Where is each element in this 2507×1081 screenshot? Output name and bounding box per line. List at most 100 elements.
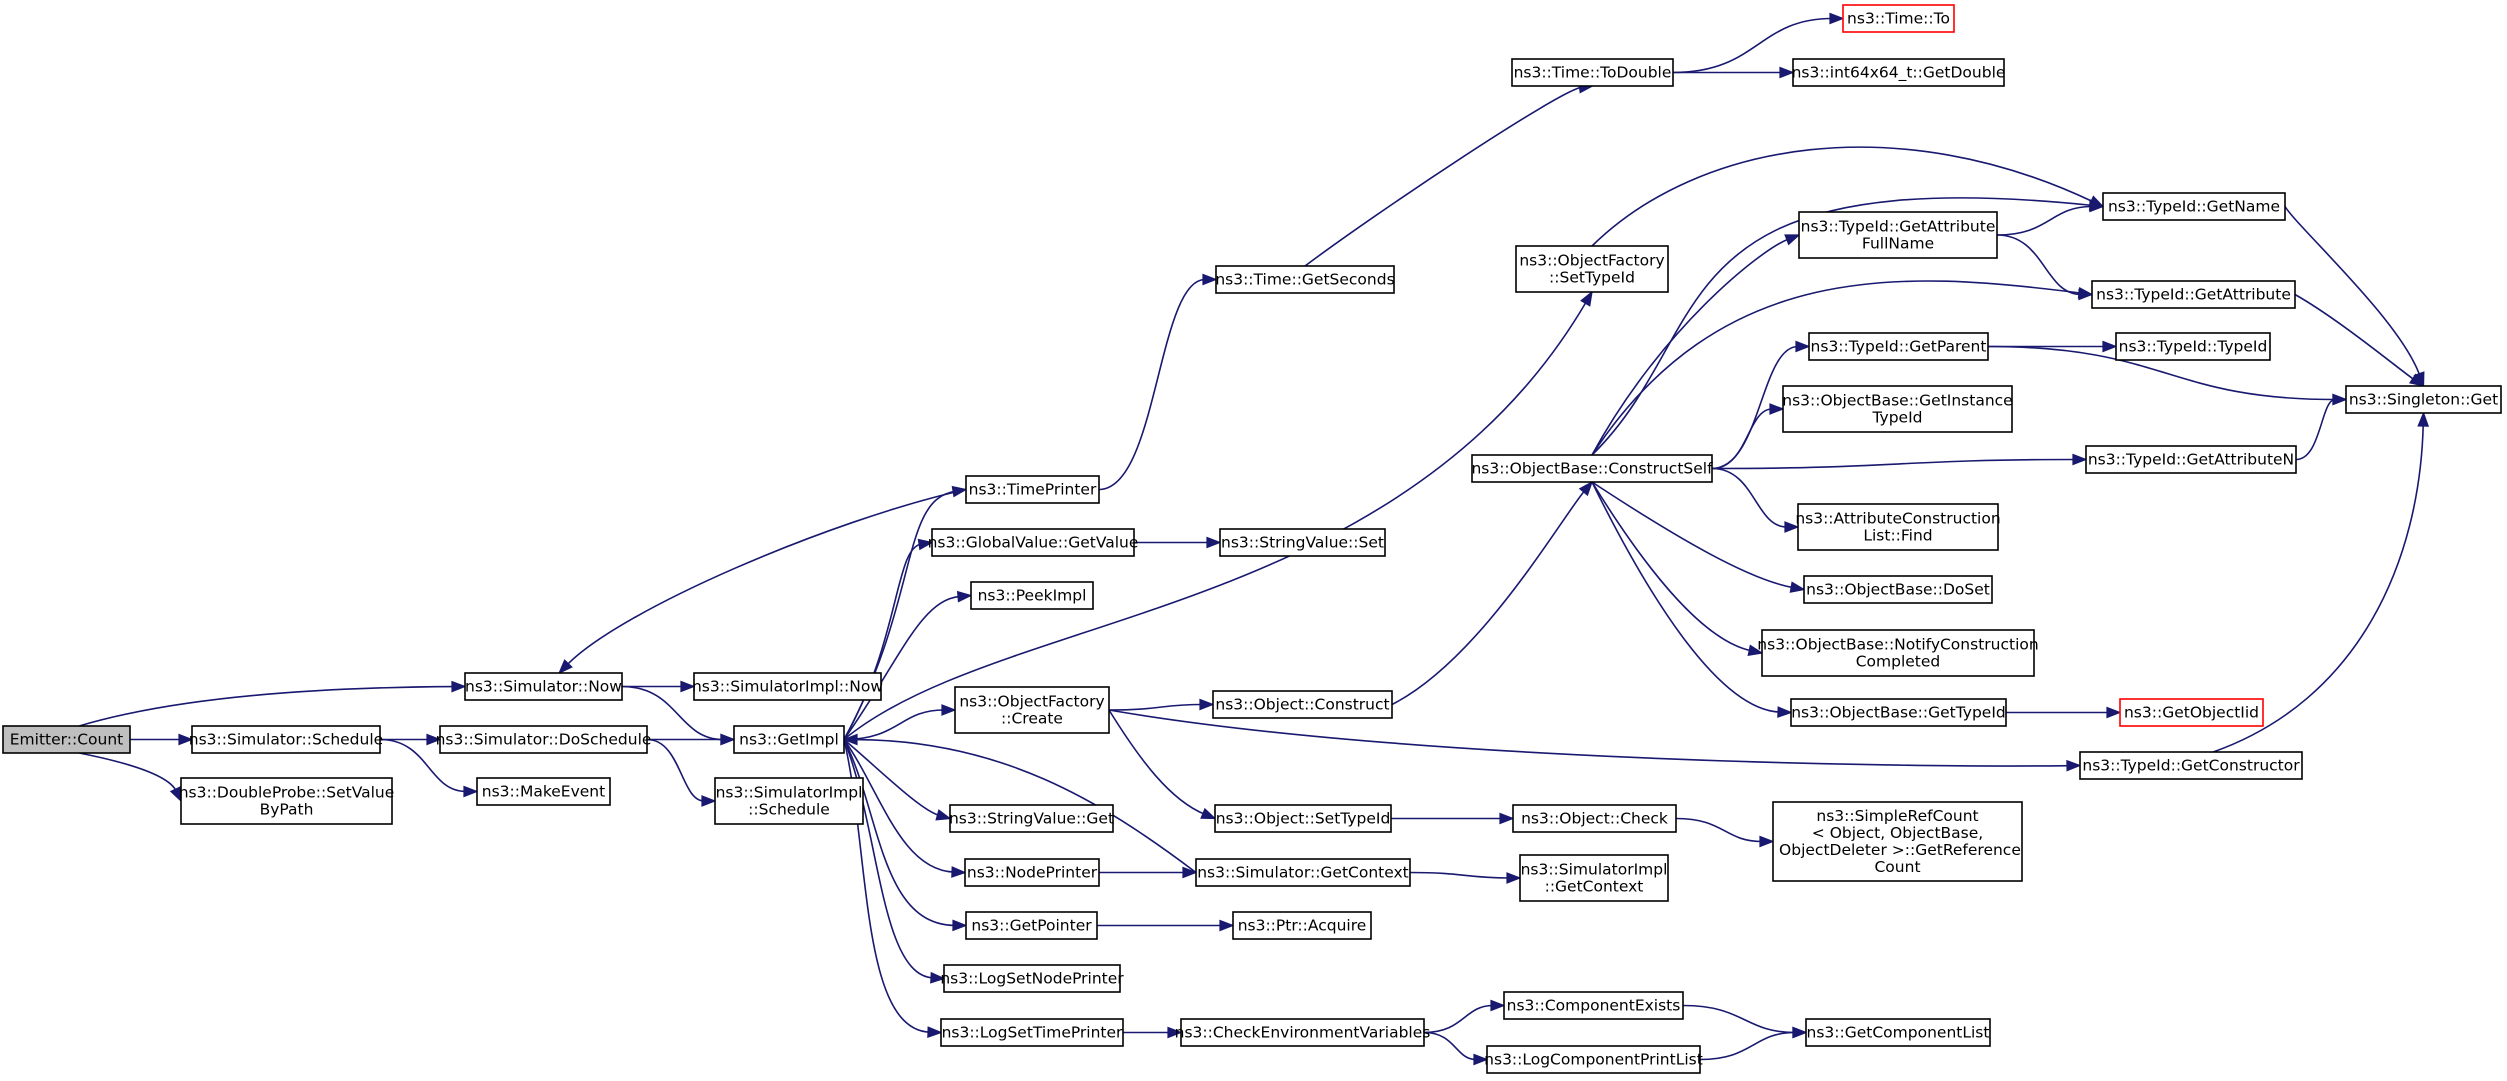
edge-line xyxy=(1699,1031,1796,1061)
edge-arrowhead xyxy=(1182,866,1198,879)
node-checkenv[interactable]: ns3::CheckEnvironmentVariables xyxy=(1175,1018,1431,1047)
node-label: ns3::StringValue::Get xyxy=(949,810,1114,828)
edge-constructself-to-notifyconstruction xyxy=(1591,481,1764,656)
node-box xyxy=(1215,265,1395,294)
edge-doschedule-to-getimpl xyxy=(647,733,736,746)
edge-of_create-to-object_construct xyxy=(1108,698,1215,711)
node-singleton-get[interactable]: ns3::Singleton::Get xyxy=(2345,385,2502,414)
node-label: ns3::Simulator::Now xyxy=(465,678,622,696)
node-doschedule[interactable]: ns3::Simulator::DoSchedule xyxy=(436,725,652,754)
edge-constructself-to-typeid_getattributen xyxy=(1711,453,2088,470)
node-sim-getcontext[interactable]: ns3::Simulator::GetContext xyxy=(1195,858,1411,887)
node-simimpl-getcontext[interactable]: ns3::SimulatorImpl::GetContext xyxy=(1519,854,1669,902)
node-typeid-getconstructor[interactable]: ns3::TypeId::GetConstructor xyxy=(2079,751,2303,780)
node-typeid-getname[interactable]: ns3::TypeId::GetName xyxy=(2102,192,2286,221)
edge-getpointer-to-ptr_acquire xyxy=(1097,919,1235,932)
node-label: ns3::GetImpl xyxy=(739,731,839,749)
node-label: ns3::TypeId::GetAttributeN xyxy=(2088,451,2294,469)
node-objectbase-gettypeid[interactable]: ns3::ObjectBase::GetTypeId xyxy=(1790,698,2007,727)
edge-constructself-to-objectbase_gettypeid xyxy=(1591,481,1793,718)
node-box xyxy=(1471,454,1713,483)
node-object-construct[interactable]: ns3::Object::Construct xyxy=(1212,690,1393,719)
node-of-settypeid[interactable]: ns3::ObjectFactory::SetTypeId xyxy=(1515,245,1669,293)
node-box xyxy=(1808,332,1989,361)
edge-checkenv-to-logcomponentprintlist xyxy=(1423,1031,1489,1066)
node-typeid-getattributen[interactable]: ns3::TypeId::GetAttributeN xyxy=(2085,445,2297,474)
edge-arrowhead xyxy=(1784,521,1800,533)
edge-line xyxy=(79,752,177,792)
node-label: ns3::Time::ToDouble xyxy=(1514,64,1672,82)
node-getobjectiid[interactable]: ns3::GetObjectIid xyxy=(2119,698,2264,727)
node-stringvalue-get[interactable]: ns3::StringValue::Get xyxy=(949,804,1114,833)
node-simimpl-now[interactable]: ns3::SimulatorImpl::Now xyxy=(692,672,883,701)
node-time-to[interactable]: ns3::Time::To xyxy=(1842,4,1955,33)
node-label: ::Schedule xyxy=(748,801,830,819)
node-logsettimeprinter[interactable]: ns3::LogSetTimePrinter xyxy=(940,1018,1124,1047)
node-object-settypeid[interactable]: ns3::Object::SetTypeId xyxy=(1214,804,1392,833)
edge-arrowhead xyxy=(952,919,968,932)
node-getpointer[interactable]: ns3::GetPointer xyxy=(965,911,1098,940)
node-box xyxy=(949,804,1114,833)
node-timeprinter[interactable]: ns3::TimePrinter xyxy=(965,475,1100,504)
node-typeid-getattribute[interactable]: ns3::TypeId::GetAttribute xyxy=(2091,280,2296,309)
node-label: ::SetTypeId xyxy=(1549,269,1635,287)
edge-line xyxy=(78,685,455,727)
node-box xyxy=(1761,629,2035,677)
node-label: ns3::GlobalValue::GetValue xyxy=(928,534,1139,552)
edge-line xyxy=(621,685,724,741)
node-box xyxy=(2115,332,2271,361)
node-box xyxy=(943,964,1121,993)
node-typeid-getparent[interactable]: ns3::TypeId::GetParent xyxy=(1808,332,1989,361)
edge-line xyxy=(2212,423,2425,753)
node-objectbase-doset[interactable]: ns3::ObjectBase::DoSet xyxy=(1803,575,1993,604)
node-label: ns3::TimePrinter xyxy=(969,481,1097,499)
edge-constructself-to-objectbase_doset xyxy=(1591,481,1806,593)
edge-line xyxy=(379,738,467,793)
node-sim-schedule[interactable]: ns3::Simulator::Schedule xyxy=(189,725,383,754)
node-of-create[interactable]: ns3::ObjectFactory::Create xyxy=(954,686,1110,734)
node-logsetnodeprinter[interactable]: ns3::LogSetNodePrinter xyxy=(940,964,1124,993)
node-box xyxy=(1519,854,1669,902)
node-stringvalue-set[interactable]: ns3::StringValue::Set xyxy=(1219,528,1386,557)
node-globalvalue[interactable]: ns3::GlobalValue::GetValue xyxy=(928,528,1139,557)
node-ptr-acquire[interactable]: ns3::Ptr::Acquire xyxy=(1232,911,1372,940)
node-peekimpl[interactable]: ns3::PeekImpl xyxy=(970,581,1094,610)
node-label: ns3::Singleton::Get xyxy=(2349,391,2498,409)
node-nodeprinter[interactable]: ns3::NodePrinter xyxy=(964,858,1100,887)
node-object-check[interactable]: ns3::Object::Check xyxy=(1512,804,1677,833)
node-simimpl-schedule[interactable]: ns3::SimulatorImpl::Schedule xyxy=(714,777,864,825)
node-notifyconstruction[interactable]: ns3::ObjectBase::NotifyConstructionCompl… xyxy=(1757,629,2039,677)
node-getcomponentlist[interactable]: ns3::GetComponentList xyxy=(1805,1018,1991,1047)
edge-line xyxy=(1591,481,1752,652)
node-logcomponentprintlist[interactable]: ns3::LogComponentPrintList xyxy=(1484,1045,1703,1074)
node-typeid-typeid[interactable]: ns3::TypeId::TypeId xyxy=(2115,332,2271,361)
node-label: ns3::NodePrinter xyxy=(967,864,1098,882)
node-box xyxy=(2091,280,2296,309)
node-emitter-count[interactable]: Emitter::Count xyxy=(2,725,131,754)
edge-line xyxy=(1591,197,2093,456)
edge-arrowhead xyxy=(1792,1026,1808,1039)
node-simplerefcount[interactable]: ns3::SimpleRefCount< Object, ObjectBase,… xyxy=(1772,801,2023,882)
node-time-todouble[interactable]: ns3::Time::ToDouble xyxy=(1511,58,1674,87)
node-int64x64[interactable]: ns3::int64x64_t::GetDouble xyxy=(1792,58,2006,87)
node-constructself[interactable]: ns3::ObjectBase::ConstructSelf xyxy=(1471,454,1713,483)
node-getimpl[interactable]: ns3::GetImpl xyxy=(733,725,845,754)
edge-arrowhead xyxy=(1789,581,1806,593)
node-label: ns3::TypeId::GetAttribute xyxy=(1801,218,1996,236)
node-time-getseconds[interactable]: ns3::Time::GetSeconds xyxy=(1215,265,1395,294)
node-label: ns3::DoubleProbe::SetValue xyxy=(179,784,395,802)
edge-typeid_getattributen-to-singleton_get xyxy=(2295,393,2348,461)
edge-arrowhead xyxy=(1206,536,1222,549)
node-componentexists[interactable]: ns3::ComponentExists xyxy=(1503,991,1684,1020)
node-label: ns3::SimulatorImpl::Now xyxy=(692,678,883,696)
node-box xyxy=(965,911,1098,940)
node-sim-now[interactable]: ns3::Simulator::Now xyxy=(464,672,623,701)
node-label: ns3::SimulatorImpl xyxy=(716,784,863,802)
node-makeevent[interactable]: ns3::MakeEvent xyxy=(476,777,611,806)
edge-arrowhead xyxy=(951,866,967,878)
